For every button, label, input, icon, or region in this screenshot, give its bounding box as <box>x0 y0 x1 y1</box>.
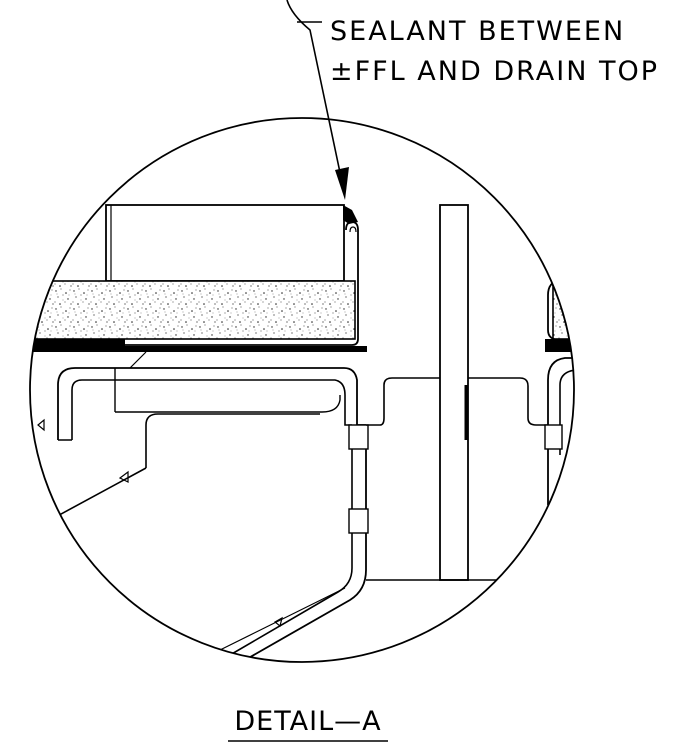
channel-bottom-line <box>219 587 346 651</box>
channel-left-wall <box>145 413 320 468</box>
callout-text-line-2: ±FFL AND DRAIN TOP <box>330 56 659 87</box>
drain-flange-right-inner <box>559 369 574 455</box>
tile <box>105 204 345 282</box>
screed-layer-right <box>552 280 574 340</box>
channel-body-outer <box>321 395 341 413</box>
sealant-bead <box>343 205 358 224</box>
screed-layer <box>30 280 356 340</box>
drain-flange-left-inner <box>71 379 352 440</box>
hatch-mark-3 <box>273 616 283 628</box>
concrete-line <box>129 351 147 369</box>
membrane-black-left <box>30 339 125 352</box>
callout-arrowhead <box>335 167 349 200</box>
drain-lip-inner <box>349 226 357 233</box>
drain-flange-left <box>57 367 366 440</box>
callout-text-line-1: SEALANT BETWEEN <box>330 16 625 47</box>
callout-leader-line <box>286 0 343 183</box>
detail-title: DETAIL—A <box>234 706 381 737</box>
detail-circle <box>29 117 575 663</box>
membrane-line <box>125 346 367 352</box>
wall-clip-right <box>544 424 563 450</box>
channel-diagonal <box>49 467 147 521</box>
hatch-mark-1 <box>37 418 45 432</box>
membrane-black-right <box>545 339 574 352</box>
detail-circle-contents <box>30 204 574 661</box>
hatch-mark-2 <box>118 470 129 483</box>
channel-right-wall-inner <box>229 425 353 656</box>
drain-lip-left <box>110 221 359 346</box>
channel-right-wall-outer <box>244 425 367 661</box>
centre-grate-bar <box>439 204 469 581</box>
grate-connector <box>366 377 440 426</box>
drain-flange-right <box>547 357 574 505</box>
wall-clip-2 <box>348 508 369 534</box>
wall-clip-1 <box>348 424 369 450</box>
grate-connector-right <box>468 377 548 426</box>
